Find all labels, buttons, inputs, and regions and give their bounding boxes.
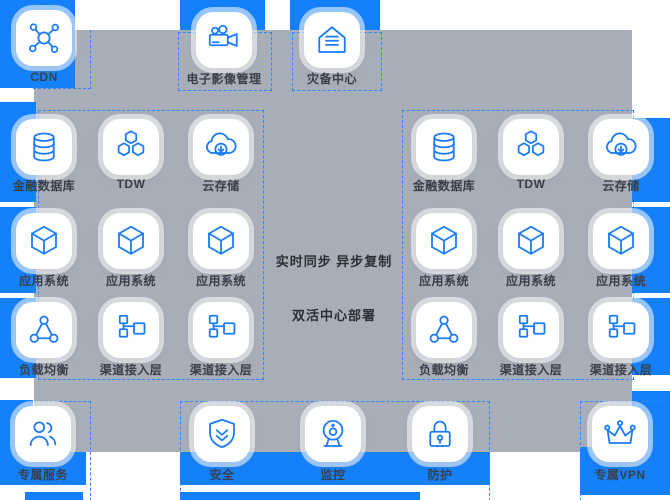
card-channel-access [593, 302, 649, 358]
cube-icon [26, 223, 62, 259]
group-border-cdn [33, 30, 91, 89]
warehouse-icon [314, 22, 350, 58]
load-balancer-icon [26, 312, 62, 348]
card-financial-db [16, 119, 72, 175]
cube-icon [513, 223, 549, 259]
blue-bar-bottom-2 [180, 492, 420, 500]
cube-icon [426, 223, 462, 259]
card-label: 渠道接入层 [589, 363, 653, 377]
card-label: 应用系统 [595, 274, 646, 288]
card-label: 防护 [427, 468, 453, 482]
card-label: 应用系统 [18, 274, 69, 288]
cube-icon [203, 223, 239, 259]
cube-icon [113, 223, 149, 259]
cloud-download-icon [203, 129, 239, 165]
tree-icon [603, 312, 639, 348]
card-tdw [503, 119, 559, 175]
card-load-balancer [16, 302, 72, 358]
crown-icon [602, 416, 638, 452]
card-dedicated-service [15, 406, 71, 462]
card-label: 应用系统 [505, 274, 556, 288]
card-channel-access [193, 302, 249, 358]
database-icon [26, 129, 62, 165]
card-financial-db [416, 119, 472, 175]
card-label: 应用系统 [195, 274, 246, 288]
people-icon [25, 416, 61, 452]
card-label: 专属VPN [594, 468, 646, 482]
card-label-image-mgmt: 电子影像管理 [186, 72, 262, 86]
card-label: 监控 [320, 468, 346, 482]
group-border-bottom-middle [180, 401, 490, 500]
database-icon [426, 129, 462, 165]
shield-icon [204, 416, 240, 452]
card-monitoring [305, 406, 361, 462]
video-camera-icon [206, 22, 242, 58]
cube-icon [603, 223, 639, 259]
tree-icon [513, 312, 549, 348]
lock-icon [422, 416, 458, 452]
card-label: 安全 [209, 468, 235, 482]
card-channel-access [103, 302, 159, 358]
card-image-mgmt [196, 12, 252, 68]
blue-bar-bottom-1 [25, 492, 83, 500]
card-cloud-storage [193, 119, 249, 175]
card-label: 渠道接入层 [189, 363, 253, 377]
card-channel-access [503, 302, 559, 358]
card-label: 渠道接入层 [499, 363, 563, 377]
webcam-icon [315, 416, 351, 452]
card-cdn [16, 10, 72, 66]
card-dedicated-vpn [592, 406, 648, 462]
card-app-system [16, 213, 72, 269]
card-app-system [416, 213, 472, 269]
hexagons-icon [513, 129, 549, 165]
card-label: 金融数据库 [412, 179, 476, 193]
card-label-cdn: CDN [30, 70, 58, 84]
group-border-bottom-left [35, 401, 91, 500]
deployment-annotation: 双活中心部署 [291, 308, 376, 323]
card-label: 应用系统 [418, 274, 469, 288]
group-border-bottom-right [580, 401, 669, 500]
tree-icon [113, 312, 149, 348]
card-dr-center [304, 12, 360, 68]
card-label: 专属服务 [17, 468, 68, 482]
card-label: 云存储 [202, 179, 240, 193]
card-security [194, 406, 250, 462]
card-label: 金融数据库 [12, 179, 76, 193]
card-label: 应用系统 [105, 274, 156, 288]
card-cloud-storage [593, 119, 649, 175]
card-tdw [103, 119, 159, 175]
network-icon [26, 20, 62, 56]
card-label: 渠道接入层 [99, 363, 163, 377]
card-app-system [593, 213, 649, 269]
card-label-dr-center: 灾备中心 [306, 72, 357, 86]
card-app-system [103, 213, 159, 269]
card-label: TDW [516, 177, 546, 191]
sync-annotation: 实时同步 异步复制 [275, 254, 393, 269]
load-balancer-icon [426, 312, 462, 348]
card-protection [412, 406, 468, 462]
card-label: TDW [116, 177, 146, 191]
card-load-balancer [416, 302, 472, 358]
card-label: 云存储 [602, 179, 640, 193]
card-app-system [193, 213, 249, 269]
cloud-download-icon [603, 129, 639, 165]
card-label: 负载均衡 [418, 363, 469, 377]
tree-icon [203, 312, 239, 348]
card-app-system [503, 213, 559, 269]
card-label: 负载均衡 [18, 363, 69, 377]
hexagons-icon [113, 129, 149, 165]
